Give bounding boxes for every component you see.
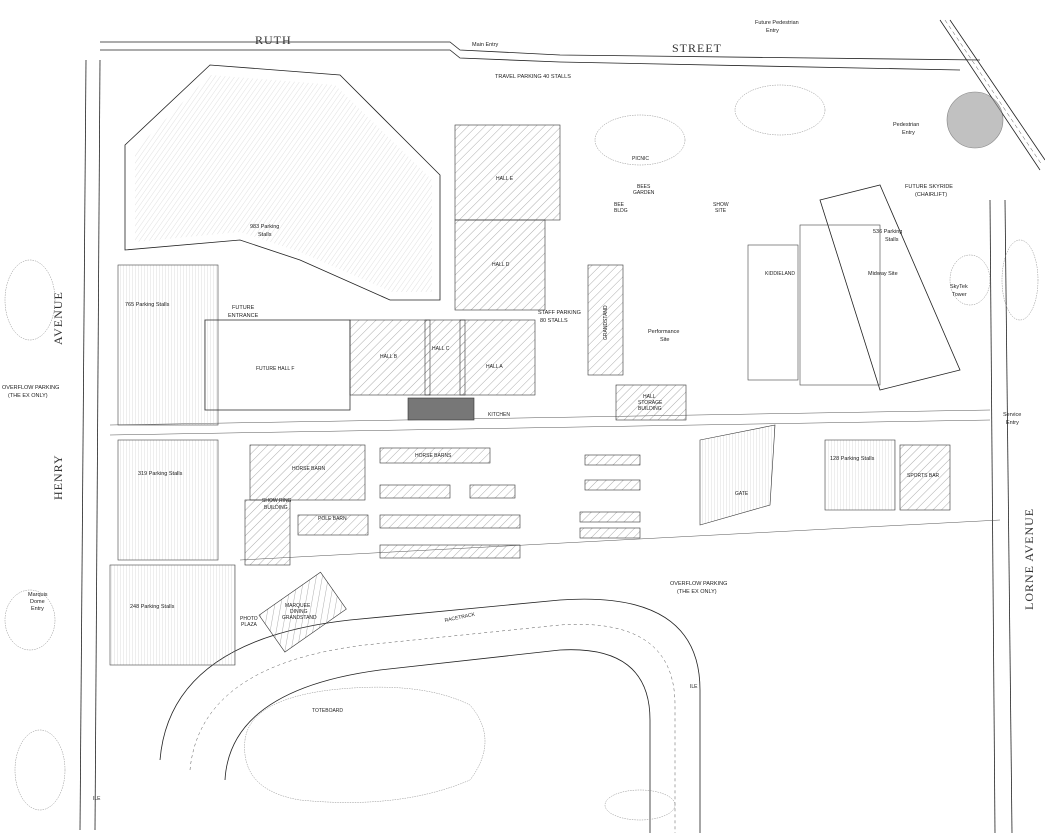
hall-storage-line1: HALL bbox=[643, 394, 656, 400]
hall-c-label: HALL C bbox=[432, 346, 450, 352]
overflow-left-line1: OVERFLOW PARKING bbox=[2, 385, 59, 391]
pole-barn-label: POLE BARN bbox=[318, 516, 347, 522]
traveller-parking-label: TRAVEL PARKING 40 STALLS bbox=[495, 74, 571, 80]
parking-765-label: 765 Parking Stalls bbox=[125, 302, 170, 308]
ile-label-2: ILE bbox=[690, 684, 698, 690]
marquee-line1: MARQUEE bbox=[285, 603, 311, 609]
photo-plaza-line2: PLAZA bbox=[241, 622, 258, 628]
photo-plaza-line1: PHOTO bbox=[240, 616, 258, 622]
future-skyride-line2: (CHAIRLIFT) bbox=[915, 192, 947, 198]
racetrack-label: RACETRACK bbox=[444, 612, 476, 624]
main-entry-label: Main Entry bbox=[472, 42, 499, 48]
show-ring-line2: BUILDING bbox=[264, 505, 288, 511]
pedestrian-entry-top-line1: Future Pedestrian bbox=[755, 20, 799, 26]
parking-lot-248 bbox=[109, 564, 236, 666]
horse-barns-label: HORSE BARNS bbox=[415, 453, 452, 459]
kiddieland-outline bbox=[747, 244, 799, 381]
show-site-line1: SHOW bbox=[713, 202, 729, 208]
parking-536-line1: 536 Parking bbox=[873, 229, 902, 235]
infield-lake bbox=[244, 686, 486, 803]
overflow-left-line2: (THE EX ONLY) bbox=[8, 393, 48, 399]
pedestrian-entry-top-line2: Entry bbox=[766, 28, 779, 34]
marquis-entry-line3: Entry bbox=[31, 606, 44, 612]
show-site-line2: SITE bbox=[715, 208, 727, 214]
kiddieland-label: KIDDIELAND bbox=[765, 271, 795, 277]
staff-parking-line2: 80 STALLS bbox=[540, 318, 568, 324]
parking-lot-765 bbox=[117, 264, 219, 426]
pedestrian-entry-right-line2: Entry bbox=[902, 130, 915, 136]
hall-b-label: HALL B bbox=[380, 354, 398, 360]
future-entrance-line2: ENTRANCE bbox=[228, 313, 259, 319]
parking-536-line2: Stalls bbox=[885, 237, 899, 243]
future-entrance-line1: FUTURE bbox=[232, 305, 255, 311]
hall-storage-line2: STORAGE bbox=[638, 400, 663, 406]
barns bbox=[244, 444, 951, 653]
sports-bar-label: SPORTS BAR bbox=[907, 473, 940, 479]
toteboard-label: TOTEBOARD bbox=[312, 708, 343, 714]
pedestrian-entry-right-line1: Pedestrian bbox=[893, 122, 919, 128]
parking-319-label: 319 Parking Stalls bbox=[138, 471, 183, 477]
marquis-entry-line2: Dome bbox=[30, 599, 45, 605]
horse-barn-label: HORSE BARN bbox=[292, 466, 325, 472]
pedestrian-roundabout bbox=[946, 91, 1004, 149]
hall-e-label: HALL E bbox=[496, 176, 514, 182]
bee-bldg-line2: BLDG bbox=[614, 208, 628, 214]
picnic-label: PICNIC bbox=[632, 156, 649, 162]
marquee-line3: GRANDSTAND bbox=[282, 615, 317, 621]
future-skyride-line1: FUTURE SKYRIDE bbox=[905, 184, 953, 190]
grandstand-label: GRANDSTAND bbox=[603, 305, 609, 340]
tree-clusters bbox=[4, 84, 1039, 821]
street-label: STREET bbox=[672, 41, 722, 55]
parking-lot-536 bbox=[819, 184, 961, 391]
bees-garden-line2: GARDEN bbox=[633, 190, 655, 196]
parking-983-line2: Stalls bbox=[258, 232, 272, 238]
show-ring-line1: SHOW RING bbox=[262, 498, 292, 504]
midway-outline bbox=[799, 224, 881, 386]
staff-parking-line1: STAFF PARKING bbox=[538, 310, 581, 316]
future-hall-f-outline bbox=[204, 319, 351, 411]
parking-lot-983 bbox=[124, 64, 441, 301]
hall-storage-line3: BUILDING bbox=[638, 406, 662, 412]
ile-label-1: ILE bbox=[93, 796, 101, 802]
parking-lot-319 bbox=[117, 439, 219, 561]
performance-line1: Performance bbox=[648, 329, 680, 335]
avenue-left-label: AVENUE bbox=[51, 291, 65, 345]
kitchen-label: KITCHEN bbox=[488, 412, 510, 418]
hall-a-label: HALL A bbox=[486, 364, 503, 370]
ruth-label: RUTH bbox=[255, 33, 292, 47]
future-hall-f-label: FUTURE HALL F bbox=[256, 366, 294, 372]
bees-garden-line1: BEES bbox=[637, 184, 651, 190]
overflow-center-line2: (THE EX ONLY) bbox=[677, 589, 717, 595]
marquis-entry-line1: Marquis bbox=[28, 592, 48, 598]
overflow-center-line1: OVERFLOW PARKING bbox=[670, 581, 727, 587]
gate-label: GATE bbox=[735, 491, 749, 497]
bee-bldg-line1: BEE bbox=[614, 202, 625, 208]
henry-label: HENRY bbox=[51, 454, 65, 500]
hall-d-label: HALL D bbox=[492, 262, 510, 268]
parking-983-line1: 983 Parking bbox=[250, 224, 279, 230]
gate-area bbox=[699, 424, 776, 526]
parking-248-label: 248 Parking Stalls bbox=[130, 604, 175, 610]
performance-line2: Site bbox=[660, 337, 669, 343]
service-entry-line1: Service bbox=[1003, 412, 1021, 418]
lorne-label: LORNE AVENUE bbox=[1022, 508, 1036, 610]
parking-128-label: 128 Parking Stalls bbox=[830, 456, 875, 462]
skytek-line2: Tower bbox=[952, 292, 967, 298]
service-entry-line2: Entry bbox=[1006, 420, 1019, 426]
midway-site-label: Midway Site bbox=[868, 271, 898, 277]
parking-lot-128 bbox=[824, 439, 896, 511]
halls bbox=[349, 124, 561, 421]
marquee-line2: DINING bbox=[290, 609, 308, 615]
skytek-line1: SkyTek bbox=[950, 284, 968, 290]
